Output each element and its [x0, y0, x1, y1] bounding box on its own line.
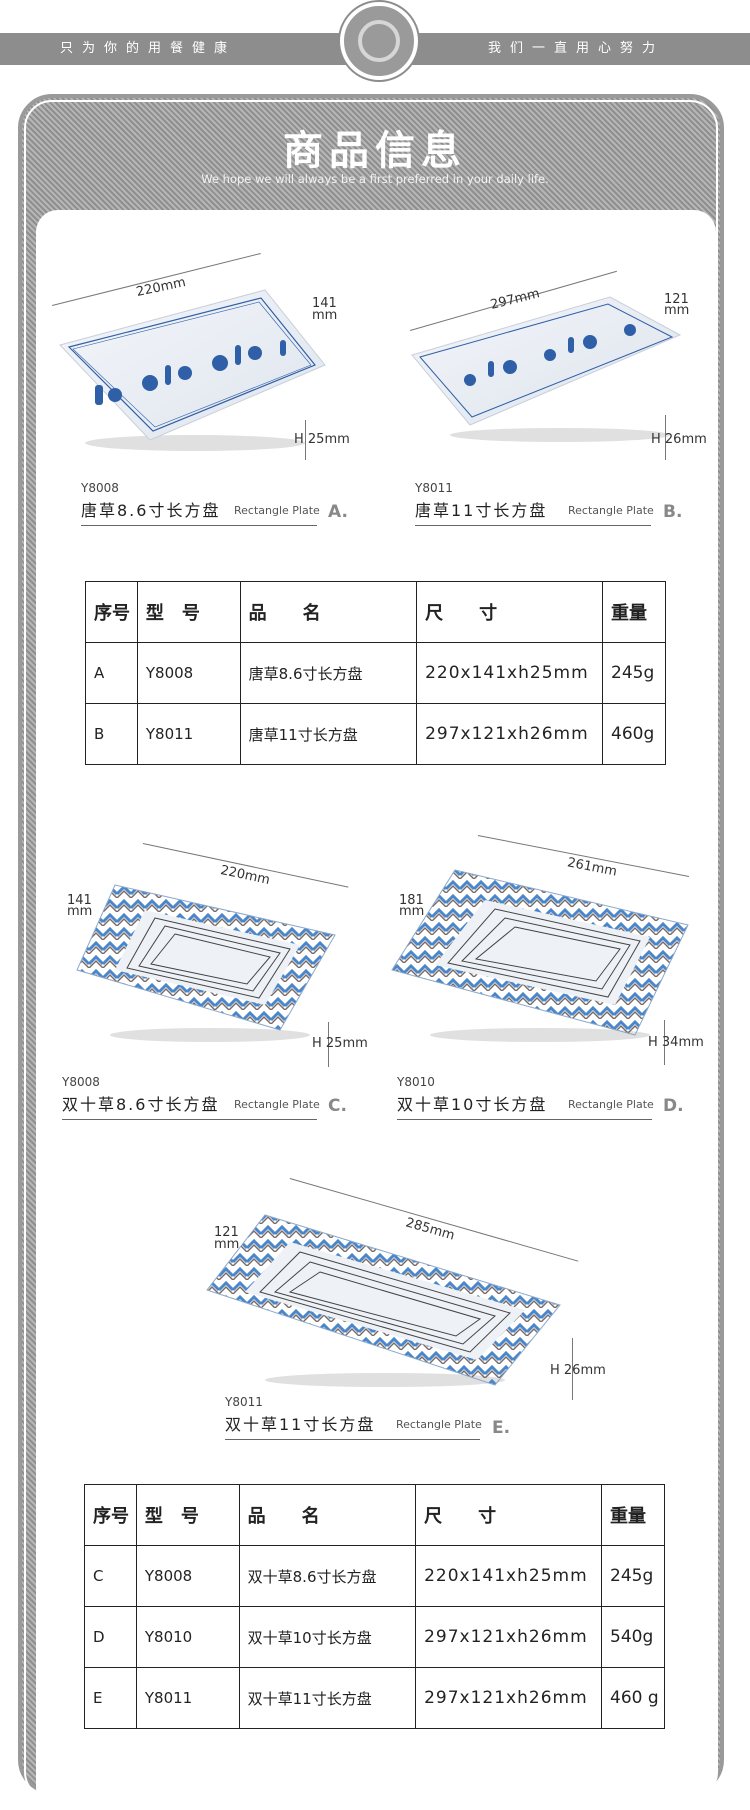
plate-image-b — [411, 296, 682, 442]
plate-image-c — [76, 884, 336, 1042]
cell-size: 297x121xh26mm — [415, 1606, 603, 1668]
product-code-b: Y8011 — [415, 481, 453, 495]
header-index: 序号 — [85, 581, 138, 643]
product-type-c: Rectangle Plate — [234, 1098, 320, 1111]
product-name-a: 唐草8.6寸长方盘 — [81, 501, 221, 520]
header-weight: 重量 — [602, 581, 666, 643]
product-type-e: Rectangle Plate — [396, 1418, 482, 1431]
cell-name: 唐草8.6寸长方盘 — [239, 642, 418, 704]
table-row: B Y8011 唐草11寸长方盘 297x121xh26mm 460g — [85, 703, 666, 765]
product-type-d: Rectangle Plate — [568, 1098, 654, 1111]
dim-width-b: 121 — [664, 292, 689, 307]
cell-weight: 245g — [601, 1545, 665, 1607]
cell-model: Y8011 — [135, 1667, 240, 1729]
dim-height-e: H 26mm — [550, 1363, 606, 1378]
product-letter-b: B. — [663, 502, 683, 522]
brand-emblem-icon — [340, 2, 418, 80]
product-type-b: Rectangle Plate — [568, 504, 654, 517]
cell-name: 双十草11寸长方盘 — [238, 1667, 417, 1729]
cell-size: 220x141xh25mm — [416, 642, 604, 704]
product-letter-c: C. — [328, 1096, 347, 1116]
table-row: C Y8008 双十草8.6寸长方盘 220x141xh25mm 245g — [84, 1545, 665, 1607]
dim-width-c: 141 — [67, 893, 92, 908]
dim-width-unit-b: mm — [664, 303, 690, 318]
table-row: A Y8008 唐草8.6寸长方盘 220x141xh25mm 245g — [85, 642, 666, 704]
header-size: 尺 寸 — [415, 1484, 603, 1546]
cell-name: 唐草11寸长方盘 — [239, 703, 418, 765]
dim-width-unit-a: mm — [312, 308, 338, 323]
cell-weight: 460 g — [601, 1667, 665, 1729]
dim-width-unit-c: mm — [67, 904, 93, 919]
header-size: 尺 寸 — [416, 581, 604, 643]
table-row: E Y8011 双十草11寸长方盘 297x121xh26mm 460 g — [84, 1667, 665, 1729]
cell-size: 297x121xh26mm — [415, 1667, 603, 1729]
product-name-e: 双十草11寸长方盘 — [225, 1415, 376, 1434]
cell-index: A — [85, 642, 138, 704]
product-type-a: Rectangle Plate — [234, 504, 320, 517]
product-name-d: 双十草10寸长方盘 — [397, 1095, 548, 1114]
dim-width-unit-d: mm — [399, 904, 425, 919]
plate-image-e — [206, 1214, 561, 1387]
plate-image-d — [391, 869, 689, 1042]
page-title: 商品信息 — [283, 127, 467, 174]
cell-model: Y8010 — [135, 1606, 240, 1668]
dim-height-b: H 26mm — [651, 432, 707, 447]
cell-weight: 245g — [602, 642, 666, 704]
product-code-e: Y8011 — [225, 1395, 263, 1409]
spec-table-1: 序号 型 号 品 名 尺 寸 重量 A Y8008 唐草8.6寸长方盘 220x… — [85, 581, 666, 765]
header-weight: 重量 — [601, 1484, 665, 1546]
product-code-a: Y8008 — [81, 481, 119, 495]
dim-width-unit-e: mm — [214, 1237, 240, 1252]
dim-height-d: H 34mm — [648, 1035, 704, 1050]
dim-width-e: 121 — [214, 1225, 239, 1240]
dim-height-c: H 25mm — [312, 1036, 368, 1051]
cell-index: D — [84, 1606, 137, 1668]
dim-width-a: 141 — [312, 296, 337, 311]
cell-weight: 540g — [601, 1606, 665, 1668]
left-slogan: 只为你的用餐健康 — [60, 41, 237, 56]
cell-name: 双十草10寸长方盘 — [238, 1606, 417, 1668]
right-slogan: 我们一直用心努力 — [488, 41, 665, 56]
header-model: 型 号 — [135, 1484, 240, 1546]
cell-name: 双十草8.6寸长方盘 — [238, 1545, 417, 1607]
table-header-row: 序号 型 号 品 名 尺 寸 重量 — [84, 1484, 665, 1546]
dim-height-a: H 25mm — [294, 432, 350, 447]
product-name-b: 唐草11寸长方盘 — [415, 501, 548, 520]
cell-model: Y8008 — [135, 1545, 240, 1607]
plate-image-a — [59, 289, 326, 451]
cell-index: C — [84, 1545, 137, 1607]
cell-model: Y8011 — [136, 703, 241, 765]
cell-model: Y8008 — [136, 642, 241, 704]
cell-index: B — [85, 703, 138, 765]
header-model: 型 号 — [136, 581, 241, 643]
product-letter-a: A. — [328, 502, 348, 522]
spec-table-2: 序号 型 号 品 名 尺 寸 重量 C Y8008 双十草8.6寸长方盘 220… — [84, 1484, 665, 1729]
header-name: 品 名 — [239, 581, 418, 643]
product-name-c: 双十草8.6寸长方盘 — [62, 1095, 220, 1114]
table-header-row: 序号 型 号 品 名 尺 寸 重量 — [85, 581, 666, 643]
cell-index: E — [84, 1667, 137, 1729]
header-name: 品 名 — [238, 1484, 417, 1546]
header-index: 序号 — [84, 1484, 137, 1546]
cell-size: 220x141xh25mm — [415, 1545, 603, 1607]
cell-weight: 460g — [602, 703, 666, 765]
product-letter-d: D. — [663, 1096, 684, 1116]
cell-size: 297x121xh26mm — [416, 703, 604, 765]
product-code-d: Y8010 — [397, 1075, 435, 1089]
dim-width-d: 181 — [399, 893, 424, 908]
page-subtitle: We hope we will always be a first prefer… — [201, 172, 549, 186]
product-letter-e: E. — [492, 1418, 511, 1438]
table-row: D Y8010 双十草10寸长方盘 297x121xh26mm 540g — [84, 1606, 665, 1668]
product-code-c: Y8008 — [62, 1075, 100, 1089]
